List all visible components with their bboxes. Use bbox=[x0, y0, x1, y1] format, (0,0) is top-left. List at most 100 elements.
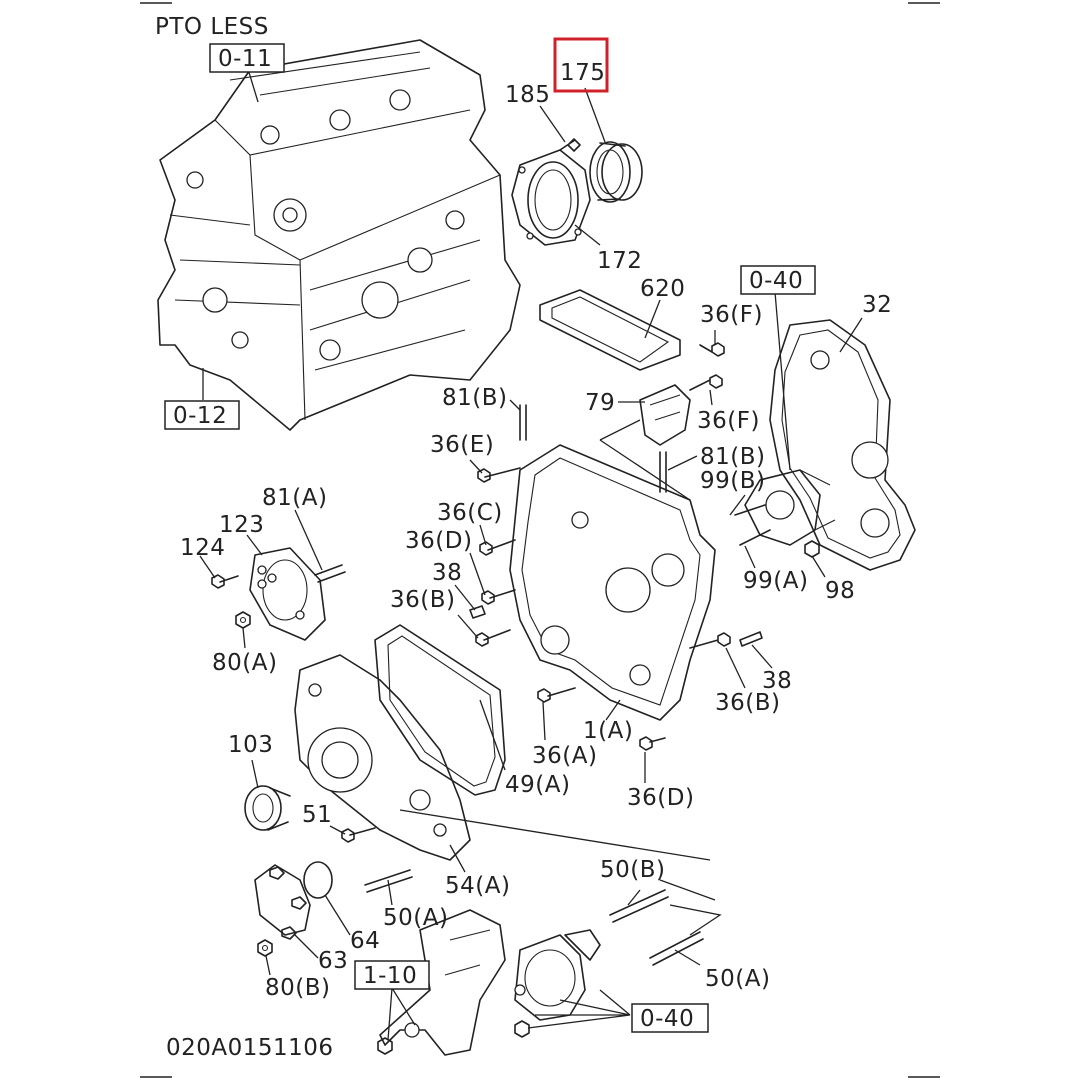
leader-0-40-top bbox=[774, 291, 791, 471]
leader-99a bbox=[744, 545, 756, 569]
nut-cover-plate bbox=[514, 1020, 530, 1038]
leader-36c bbox=[479, 524, 487, 546]
bolt-36a bbox=[537, 687, 576, 703]
label-36a: 36(A) bbox=[532, 743, 597, 769]
oil-pump-housing bbox=[294, 654, 471, 861]
label-36d-left: 36(D) bbox=[405, 528, 472, 554]
injection-pump bbox=[734, 469, 836, 546]
ref-box-0-11: 0-11 bbox=[209, 43, 285, 73]
label-38-left: 38 bbox=[432, 560, 462, 586]
leader-81b-right bbox=[667, 455, 698, 471]
leader-98 bbox=[811, 555, 826, 578]
leader-stud-50-guide bbox=[399, 809, 711, 861]
leader-0-40-bottom bbox=[527, 989, 631, 1029]
leader-99b bbox=[729, 494, 746, 516]
ref-box-1-10: 1-10 bbox=[354, 960, 430, 990]
label-99b: 99(B) bbox=[700, 468, 766, 494]
leader-124 bbox=[199, 555, 216, 579]
bolt-36f-top bbox=[699, 342, 725, 357]
svg-text:1-10: 1-10 bbox=[363, 963, 417, 989]
svg-text:0-40: 0-40 bbox=[640, 1006, 694, 1032]
svg-text:0-40: 0-40 bbox=[749, 268, 803, 294]
bolt-36d-left bbox=[481, 589, 516, 605]
label-32: 32 bbox=[862, 292, 892, 318]
label-51: 51 bbox=[302, 802, 332, 828]
leader-32 bbox=[839, 317, 863, 353]
stud-50a-left bbox=[364, 869, 413, 893]
mount-bracket bbox=[379, 909, 506, 1056]
drawing-number: 020A0151106 bbox=[166, 1035, 334, 1061]
leader-gear-case-guide bbox=[599, 419, 691, 501]
leader-38-right bbox=[751, 644, 773, 669]
bracket-79 bbox=[639, 384, 691, 446]
label-38-right: 38 bbox=[762, 668, 792, 694]
label-98: 98 bbox=[825, 578, 855, 604]
label-79: 79 bbox=[585, 390, 615, 416]
ref-box-0-40-top: 0-40 bbox=[740, 265, 816, 295]
bolt-36e bbox=[477, 467, 521, 483]
cover-123 bbox=[249, 547, 326, 641]
gear-case-1a bbox=[509, 444, 716, 721]
label-50b: 50(B) bbox=[600, 857, 666, 883]
leader-620 bbox=[644, 299, 661, 339]
label-175: 175 bbox=[560, 60, 605, 86]
pin-38-left bbox=[469, 605, 486, 619]
label-36f-top: 36(F) bbox=[700, 302, 763, 328]
leader-0-11 bbox=[247, 68, 259, 103]
oil-seal-175 bbox=[589, 141, 643, 203]
stud-81a bbox=[314, 564, 346, 583]
bolt-36d-bottom bbox=[639, 736, 666, 751]
leader-50b bbox=[627, 879, 716, 906]
leader-54a bbox=[449, 844, 466, 873]
label-36b-right: 36(B) bbox=[715, 690, 781, 716]
label-36c: 36(C) bbox=[437, 500, 503, 526]
title-note: PTO LESS bbox=[155, 14, 269, 40]
leader-36b-left bbox=[457, 614, 479, 639]
leader-63 bbox=[294, 934, 319, 959]
bolt-185 bbox=[559, 138, 581, 152]
bolt-36c bbox=[479, 539, 516, 556]
label-99a: 99(A) bbox=[743, 568, 808, 594]
stud-81b-right bbox=[659, 451, 667, 493]
oil-seal-103 bbox=[244, 785, 291, 831]
leader-50a-left bbox=[387, 879, 393, 906]
gasket-32 bbox=[769, 319, 916, 571]
bolt-124 bbox=[211, 574, 239, 589]
label-81b-left: 81(B) bbox=[442, 385, 508, 411]
ref-box-0-40-bottom: 0-40 bbox=[631, 1003, 709, 1033]
label-123: 123 bbox=[219, 512, 264, 538]
leader-1-10-b bbox=[391, 987, 416, 1026]
stud-50a-right bbox=[649, 931, 704, 966]
label-1a: 1(A) bbox=[583, 718, 633, 744]
cover-plate bbox=[514, 929, 601, 1021]
leader-103 bbox=[251, 759, 259, 789]
leader-1a bbox=[605, 699, 621, 721]
stud-50b bbox=[609, 889, 669, 923]
label-185: 185 bbox=[505, 82, 550, 108]
label-50a-right: 50(A) bbox=[705, 966, 770, 992]
label-36d-bottom: 36(D) bbox=[627, 785, 694, 811]
bolt-36b-left bbox=[475, 629, 511, 647]
leader-50a-right bbox=[669, 904, 722, 966]
rear-seal-retainer bbox=[511, 149, 591, 246]
label-54a: 54(A) bbox=[445, 873, 510, 899]
svg-text:0-12: 0-12 bbox=[173, 403, 227, 429]
leader-36f-mid bbox=[709, 389, 713, 406]
label-50a-left: 50(A) bbox=[383, 905, 448, 931]
label-103: 103 bbox=[228, 732, 273, 758]
bolt-51 bbox=[341, 827, 376, 843]
leader-81b-left bbox=[509, 399, 521, 411]
leader-80b bbox=[265, 955, 271, 976]
leader-123 bbox=[246, 534, 263, 556]
label-81a: 81(A) bbox=[262, 485, 327, 511]
stud-81b-left bbox=[519, 404, 527, 441]
leader-36d-left bbox=[469, 552, 486, 596]
leader-36a bbox=[542, 701, 546, 741]
bracket-63 bbox=[254, 864, 311, 940]
leader-36e bbox=[469, 459, 483, 474]
label-620: 620 bbox=[640, 276, 685, 302]
leader-49a bbox=[479, 699, 506, 771]
leader-64 bbox=[324, 894, 351, 936]
leader-38-left bbox=[454, 584, 476, 611]
nut-98 bbox=[804, 540, 820, 558]
